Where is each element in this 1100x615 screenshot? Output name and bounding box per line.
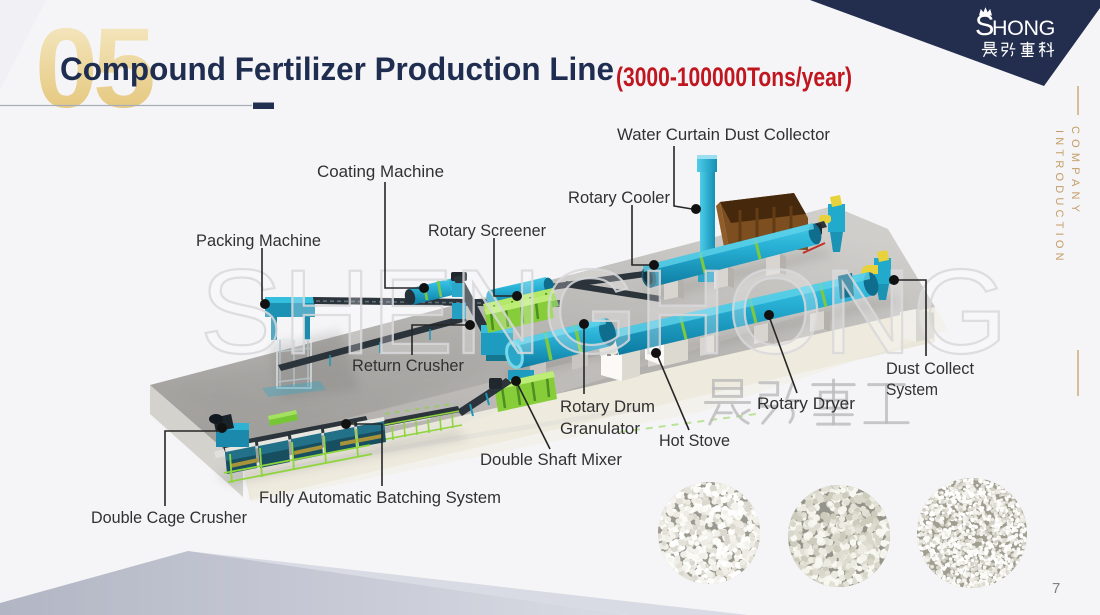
svg-text:COMPANY: COMPANY xyxy=(1069,126,1081,217)
svg-text:Coating Machine: Coating Machine xyxy=(317,162,444,181)
svg-text:Fully Automatic Batching Syste: Fully Automatic Batching System xyxy=(259,488,501,507)
svg-text:Dust Collect: Dust Collect xyxy=(886,359,974,378)
svg-text:HONG: HONG xyxy=(992,16,1055,40)
svg-text:Rotary Screener: Rotary Screener xyxy=(428,221,546,240)
svg-text:Return Crusher: Return Crusher xyxy=(352,356,464,375)
svg-text:Hot Stove: Hot Stove xyxy=(659,431,730,450)
svg-text:SHENGHONG: SHENGHONG xyxy=(200,245,1008,379)
svg-text:Water Curtain Dust Collector: Water Curtain Dust Collector xyxy=(617,125,830,144)
svg-text:Granulator: Granulator xyxy=(560,419,640,438)
svg-text:Rotary Dryer: Rotary Dryer xyxy=(757,394,855,413)
svg-text:Rotary Cooler: Rotary Cooler xyxy=(568,188,670,207)
svg-text:Packing Machine: Packing Machine xyxy=(196,231,321,250)
svg-text:05: 05 xyxy=(35,5,153,131)
svg-text:System: System xyxy=(886,380,938,399)
svg-text:(3000-100000Tons/year): (3000-100000Tons/year) xyxy=(616,62,852,92)
svg-text:7: 7 xyxy=(1052,580,1060,597)
svg-text:Compound Fertilizer Production: Compound Fertilizer Production Line xyxy=(60,51,614,87)
svg-text:Rotary Drum: Rotary Drum xyxy=(560,397,655,416)
svg-text:S: S xyxy=(975,10,994,42)
svg-text:Double Shaft Mixer: Double Shaft Mixer xyxy=(480,450,622,469)
svg-text:INTRODUCTION: INTRODUCTION xyxy=(1053,130,1065,265)
svg-text:Double Cage Crusher: Double Cage Crusher xyxy=(91,508,247,527)
